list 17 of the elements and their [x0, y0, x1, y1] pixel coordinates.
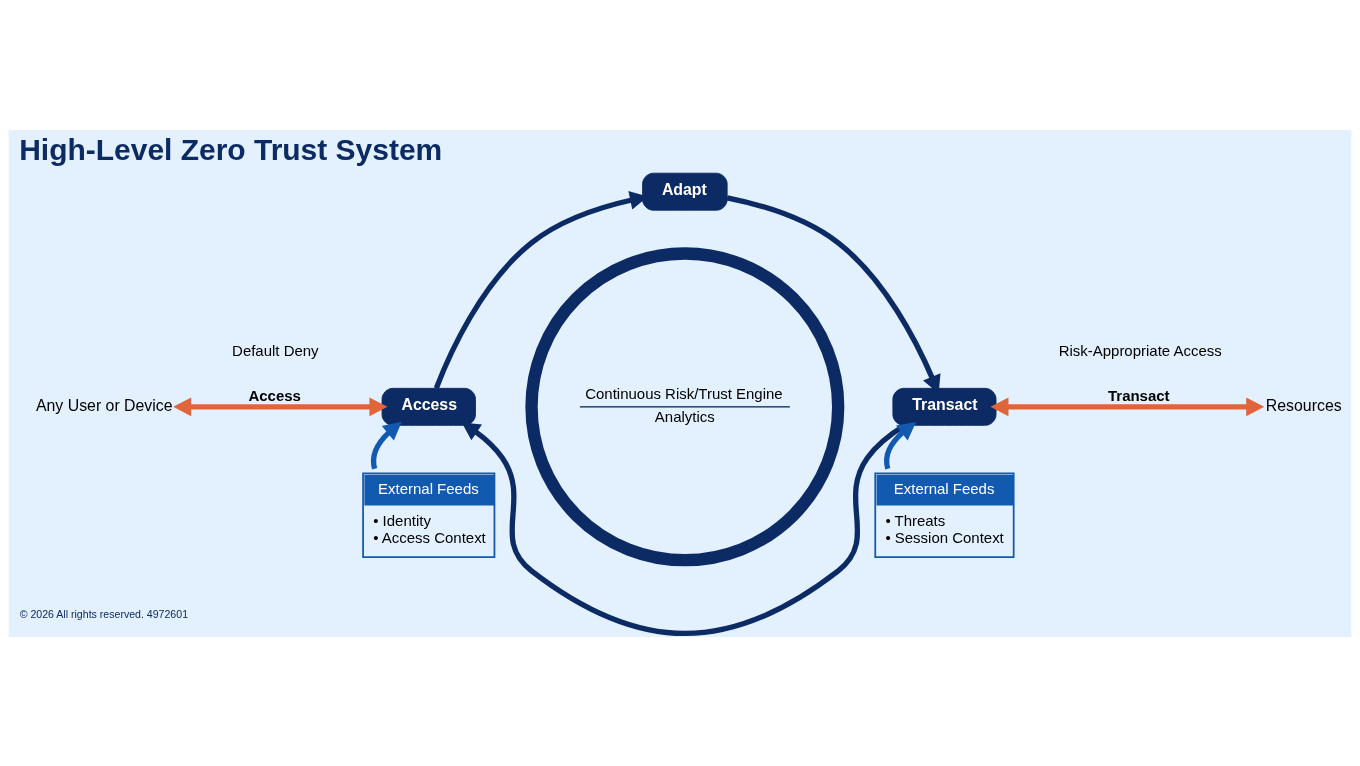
node-circle: Continuous Risk/Trust Engine Analytics	[525, 246, 845, 566]
arrow	[461, 421, 906, 636]
node-text: Resources	[1265, 396, 1342, 414]
node-box: Access	[381, 387, 476, 426]
diagram-title: High-Level Zero Trust System	[19, 132, 443, 166]
label: © 2026 All rights reserved. 4972601	[19, 607, 189, 620]
node-box: Adapt	[642, 172, 728, 211]
arrow	[370, 421, 402, 469]
node-box: Transact	[892, 387, 997, 426]
arrow	[990, 396, 1265, 416]
label: Default Deny	[232, 341, 319, 359]
label: Risk-Appropriate Access	[1058, 341, 1222, 359]
edge-label: Transact	[1108, 386, 1170, 404]
edge-label: Access	[248, 386, 301, 404]
arrow	[173, 396, 388, 416]
node-text: Any User or Device	[35, 396, 173, 414]
arrow	[884, 421, 917, 469]
